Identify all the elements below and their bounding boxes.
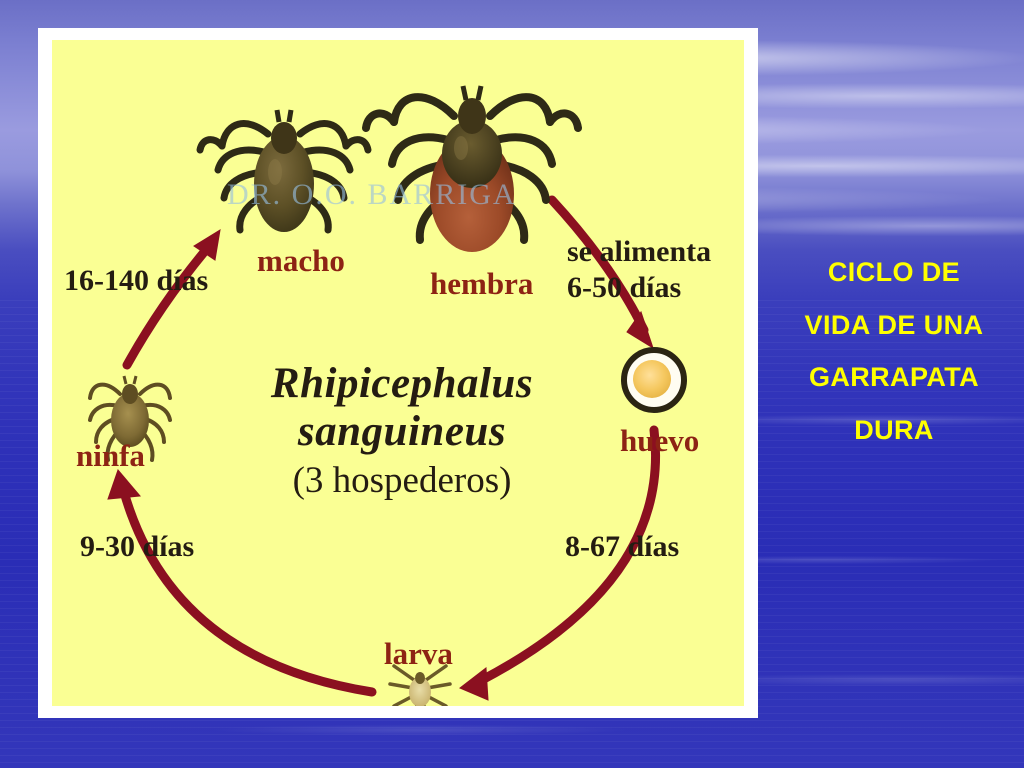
nymph-tick-art: [88, 375, 172, 462]
stage-label-larva: larva: [384, 636, 453, 671]
slide-title-line-3: GARRAPATA: [808, 362, 980, 393]
larva-art: [388, 664, 452, 706]
female-tick-art: [362, 85, 582, 252]
male-tick-art: [196, 109, 372, 234]
duration-feeding-days: 6-50 días: [567, 271, 682, 304]
egg-art: [621, 347, 687, 413]
slide-title-line-4: DURA: [854, 414, 934, 445]
cycle-arrows-and-art: [88, 85, 687, 706]
species-name-block: Rhipicephalus sanguineus (3 hospederos): [212, 360, 592, 505]
slide-title-line-2: VIDA DE UNA: [804, 309, 984, 340]
slide-title: CICLO DE VIDA DE UNA GARRAPATA DURA: [772, 246, 1016, 457]
species-genus: Rhipicephalus: [270, 360, 534, 407]
duration-larva-to-nymph: 9-30 días: [80, 530, 195, 563]
duration-feeding-label: se alimenta: [567, 235, 712, 268]
stage-label-hembra: hembra: [430, 266, 534, 301]
species-hosts: (3 hospederos): [292, 460, 512, 502]
tick-life-cycle-diagram: 16-140 días macho hembra se alimenta 6-5…: [52, 40, 744, 706]
stage-label-macho: macho: [257, 243, 345, 278]
duration-nymph-to-adult: 16-140 días: [64, 264, 209, 297]
species-epithet: sanguineus: [297, 408, 507, 456]
slide-title-line-1: CICLO DE: [827, 257, 961, 287]
stage-label-ninfa: ninfa: [76, 438, 145, 473]
stage-label-huevo: huevo: [620, 423, 700, 458]
duration-egg-to-larva: 8-67 días: [565, 530, 680, 563]
